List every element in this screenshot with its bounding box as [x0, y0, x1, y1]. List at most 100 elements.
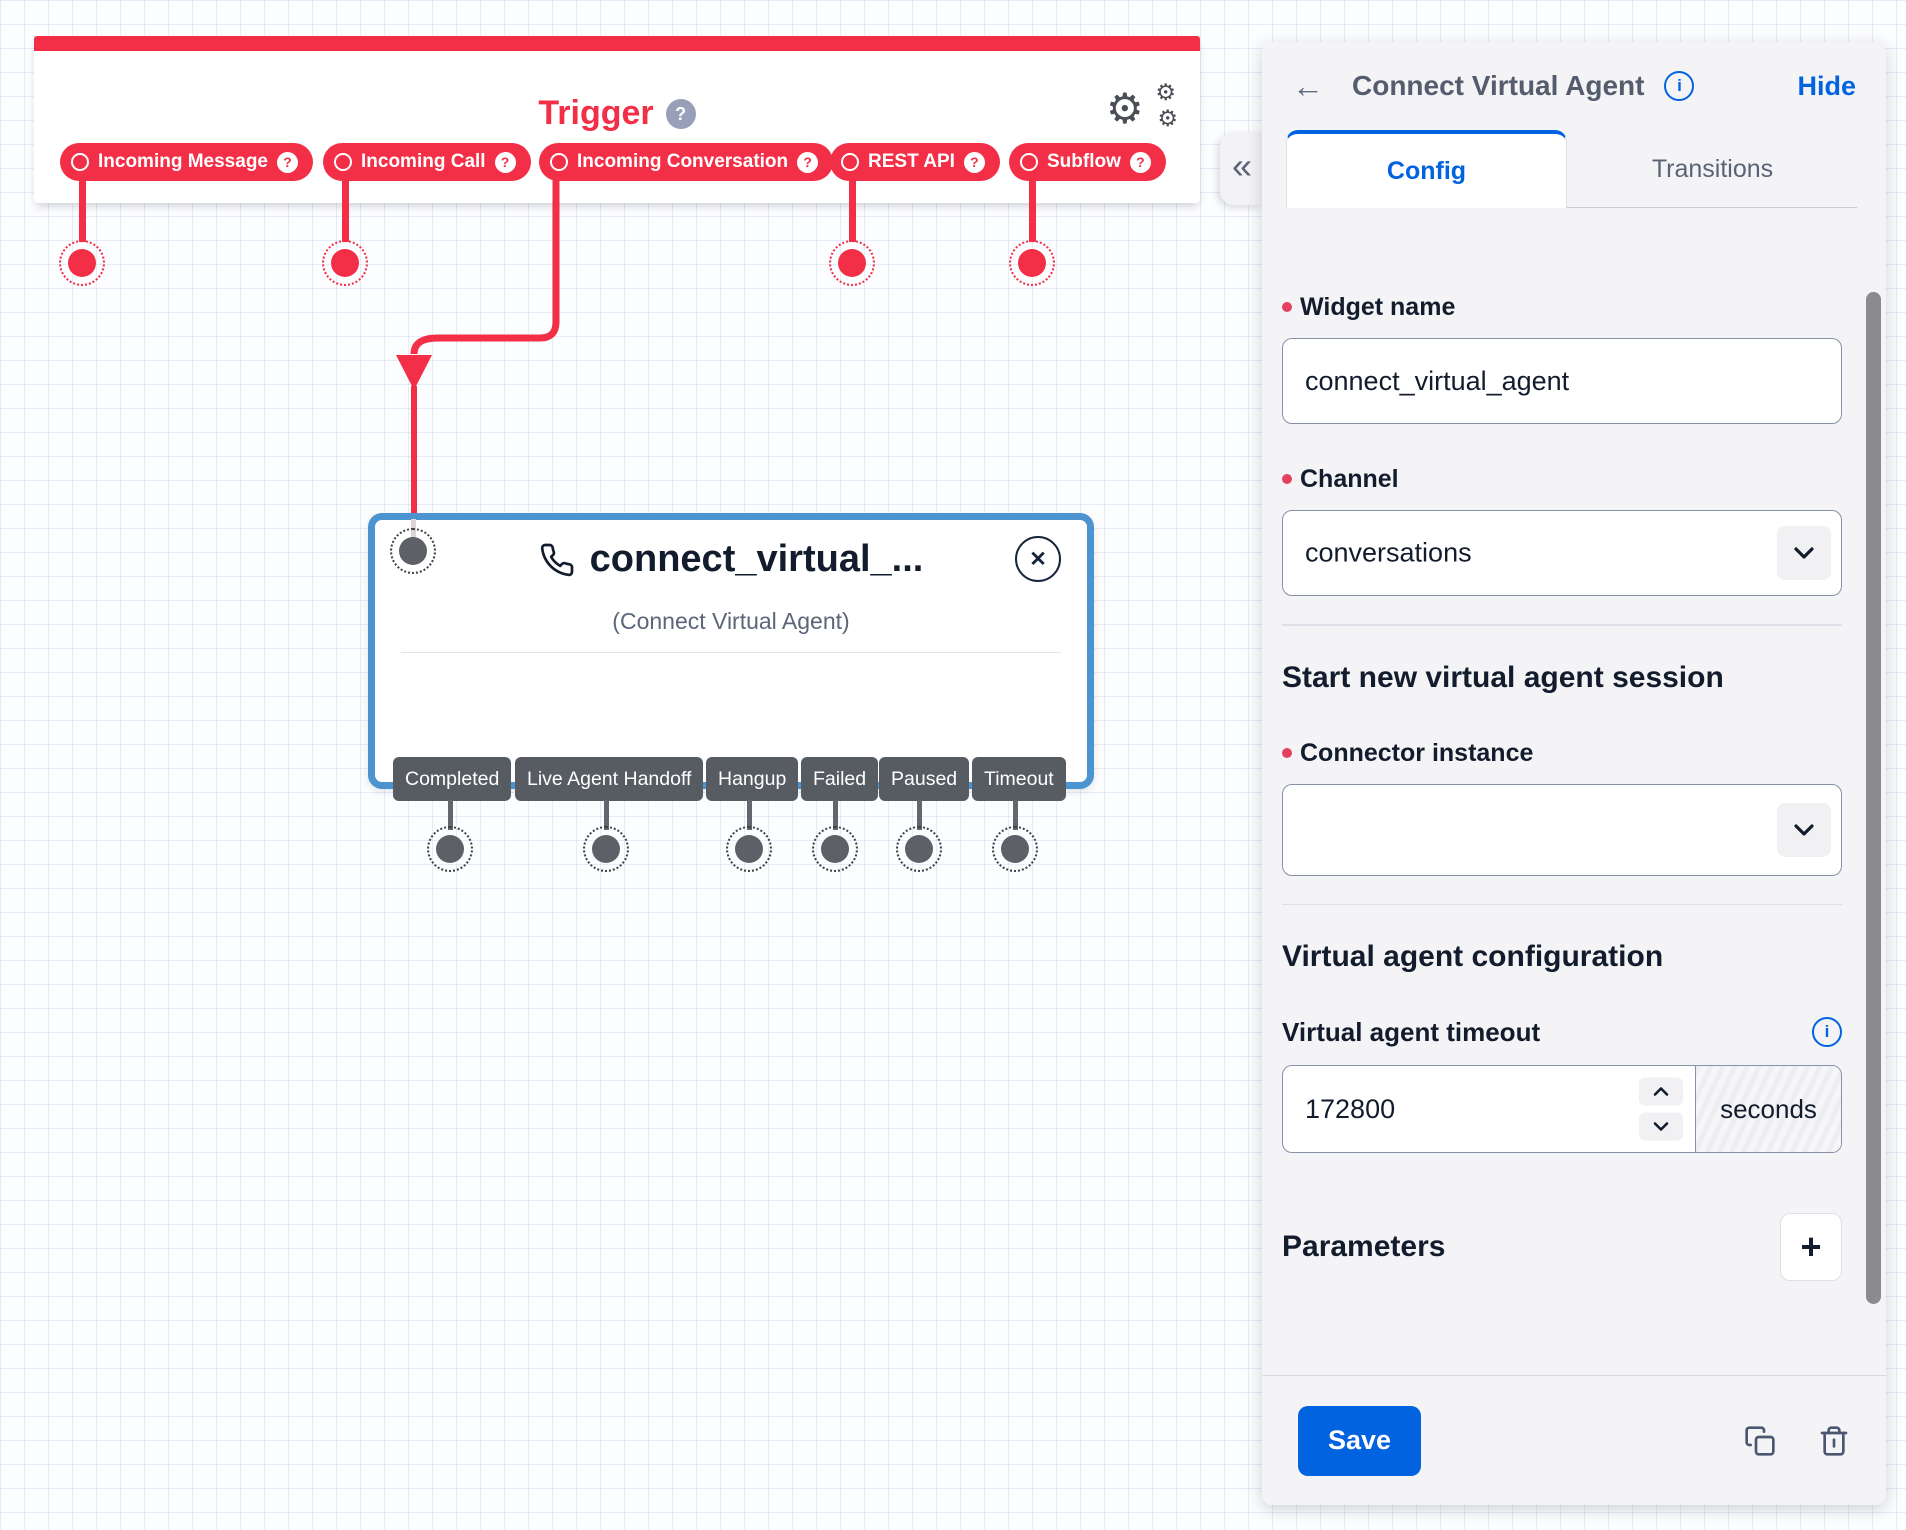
- chevron-down-icon[interactable]: [1777, 526, 1831, 580]
- radio-icon: [334, 153, 352, 171]
- gear-icon[interactable]: ⚙ ⚙ ⚙: [1106, 80, 1178, 133]
- connector-stem: [1029, 178, 1036, 242]
- help-icon[interactable]: ?: [1129, 151, 1151, 173]
- transition-hangup[interactable]: Hangup: [706, 757, 799, 801]
- pill-label: Subflow: [1047, 151, 1121, 172]
- transition-completed[interactable]: Completed: [393, 757, 512, 801]
- trigger-output-port[interactable]: [322, 240, 368, 286]
- help-icon[interactable]: ?: [797, 151, 819, 173]
- help-icon[interactable]: ?: [963, 151, 985, 173]
- connector-label: Connector instance: [1282, 738, 1842, 768]
- required-dot: [1282, 474, 1292, 484]
- trigger-output-port[interactable]: [1009, 240, 1055, 286]
- pill-incoming-call[interactable]: Incoming Call ?: [323, 143, 531, 181]
- transition-failed[interactable]: Failed: [801, 757, 879, 801]
- chevron-down-icon[interactable]: [1777, 802, 1831, 857]
- pill-label: Incoming Message: [98, 151, 268, 172]
- tab-underline: [1286, 206, 1857, 208]
- connector-stem: [342, 178, 349, 242]
- connector-stem: [79, 178, 86, 242]
- panel-header: ← Connect Virtual Agent i Hide: [1262, 42, 1886, 130]
- section-divider: [1282, 624, 1842, 626]
- pill-label: Incoming Conversation: [577, 151, 789, 172]
- pill-incoming-conversation[interactable]: Incoming Conversation ?: [539, 143, 834, 181]
- timeout-input[interactable]: [1283, 1066, 1695, 1152]
- stepper-down-icon[interactable]: [1639, 1112, 1683, 1141]
- trigger-top-bar: [34, 36, 1200, 51]
- pill-label: Incoming Call: [361, 151, 486, 172]
- stepper-up-icon[interactable]: [1639, 1077, 1683, 1106]
- copy-icon[interactable]: [1744, 1425, 1776, 1457]
- node-input-port[interactable]: [390, 528, 436, 574]
- widget-name-field-wrap: [1282, 338, 1842, 424]
- widget-name-input[interactable]: [1283, 339, 1841, 423]
- timeout-info-icon[interactable]: i: [1812, 1017, 1842, 1047]
- pill-incoming-message[interactable]: Incoming Message ?: [60, 143, 313, 181]
- trigger-output-port[interactable]: [59, 240, 105, 286]
- info-icon[interactable]: i: [1664, 71, 1695, 101]
- connector-stem: [917, 800, 922, 830]
- channel-label: Channel: [1282, 464, 1842, 494]
- panel-title: Connect Virtual Agent: [1352, 70, 1645, 101]
- connector-stem: [833, 800, 838, 830]
- transition-output-port[interactable]: [992, 826, 1038, 872]
- trigger-title: Trigger: [538, 94, 654, 132]
- channel-value: conversations: [1305, 537, 1472, 568]
- radio-icon: [1020, 153, 1038, 171]
- hide-link[interactable]: Hide: [1797, 70, 1856, 101]
- panel-scrollbar[interactable]: [1866, 292, 1881, 1304]
- transition-output-port[interactable]: [583, 826, 629, 872]
- channel-select[interactable]: conversations: [1282, 510, 1842, 596]
- pill-label: REST API: [868, 151, 955, 172]
- add-parameter-button[interactable]: +: [1780, 1213, 1842, 1281]
- timeout-label-row: Virtual agent timeout i: [1282, 1017, 1842, 1047]
- transition-timeout[interactable]: Timeout: [972, 757, 1066, 801]
- radio-icon: [550, 153, 568, 171]
- panel-footer: Save: [1262, 1375, 1886, 1505]
- trigger-help-icon[interactable]: ?: [665, 98, 696, 129]
- connector-stem: [747, 800, 752, 830]
- connector-stem: [849, 178, 856, 242]
- radio-icon: [841, 153, 859, 171]
- panel-content: Widget name Channel conversations Start …: [1262, 208, 1886, 1375]
- transition-output-port[interactable]: [812, 826, 858, 872]
- pill-rest-api[interactable]: REST API ?: [830, 143, 1000, 181]
- help-icon[interactable]: ?: [277, 151, 298, 173]
- required-dot: [1282, 302, 1292, 312]
- transition-output-port[interactable]: [427, 826, 473, 872]
- tab-config[interactable]: Config: [1286, 130, 1567, 208]
- pill-subflow[interactable]: Subflow ?: [1009, 143, 1166, 181]
- config-panel: ← Connect Virtual Agent i Hide Config Tr…: [1262, 42, 1886, 1505]
- transition-output-port[interactable]: [896, 826, 942, 872]
- connector-stem: [448, 800, 453, 830]
- trigger-output-port[interactable]: [829, 240, 875, 286]
- session-heading: Start new virtual agent session: [1282, 660, 1724, 694]
- node-divider: [401, 652, 1061, 653]
- transition-paused[interactable]: Paused: [879, 757, 970, 801]
- timeout-number-wrap: [1283, 1066, 1695, 1152]
- node-subtitle: (Connect Virtual Agent): [612, 608, 850, 634]
- node-close-icon[interactable]: ✕: [1015, 536, 1061, 582]
- help-icon[interactable]: ?: [494, 151, 516, 173]
- phone-icon: [540, 543, 574, 576]
- trash-icon[interactable]: [1818, 1425, 1850, 1457]
- parameters-label: Parameters: [1282, 1230, 1446, 1263]
- connector-select[interactable]: [1282, 783, 1842, 876]
- parameters-row: Parameters +: [1282, 1213, 1842, 1281]
- tab-transitions[interactable]: Transitions: [1651, 154, 1774, 183]
- panel-collapse-button[interactable]: «: [1220, 132, 1264, 205]
- transition-live-agent-handoff[interactable]: Live Agent Handoff: [515, 757, 704, 801]
- save-button[interactable]: Save: [1298, 1405, 1422, 1476]
- node-title: connect_virtual_...: [589, 538, 924, 580]
- widget-name-label: Widget name: [1282, 292, 1842, 322]
- node-connect-virtual-agent[interactable]: connect_virtual_... ✕ (Connect Virtual A…: [368, 513, 1094, 789]
- required-dot: [1282, 747, 1292, 758]
- transition-output-port[interactable]: [726, 826, 772, 872]
- section-divider: [1282, 903, 1842, 905]
- timeout-field-group: seconds: [1282, 1065, 1842, 1153]
- radio-icon: [71, 153, 89, 171]
- back-icon[interactable]: ←: [1292, 68, 1324, 104]
- timeout-stepper: [1639, 1077, 1683, 1141]
- timeout-label: Virtual agent timeout: [1282, 1017, 1541, 1047]
